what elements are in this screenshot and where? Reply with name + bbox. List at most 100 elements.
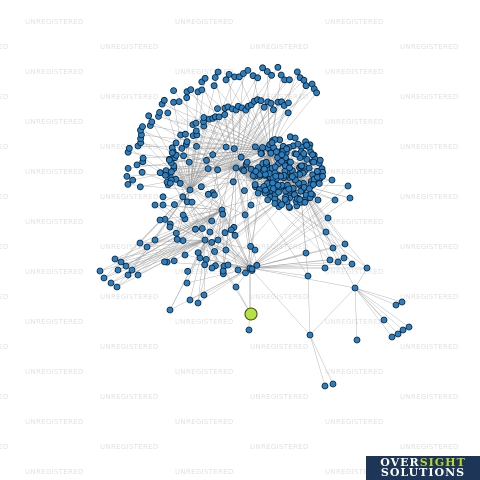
network-edge <box>235 167 245 191</box>
network-node <box>254 74 262 82</box>
watermark-text: UNREGISTERED <box>175 368 234 376</box>
network-node <box>188 198 196 206</box>
network-node <box>248 265 256 273</box>
watermark-text: UNREGISTERED <box>0 193 9 201</box>
watermark-text: UNREGISTERED <box>400 293 459 301</box>
network-edge <box>249 261 339 269</box>
network-node <box>136 183 144 191</box>
watermark-text: UNREGISTERED <box>250 293 309 301</box>
network-edge <box>176 149 271 156</box>
network-edge <box>354 287 410 328</box>
network-node <box>227 226 235 234</box>
network-edge <box>189 168 209 191</box>
network-edge <box>354 287 358 341</box>
logo-word-sight: SIGHT <box>419 456 466 469</box>
network-node <box>210 191 218 199</box>
network-node <box>225 71 233 78</box>
network-node <box>214 166 222 174</box>
watermark-text: UNREGISTERED <box>325 118 384 126</box>
network-node <box>145 112 153 120</box>
network-node <box>292 150 300 158</box>
network-edge <box>189 125 205 191</box>
network-node <box>214 236 222 244</box>
network-node <box>284 109 292 117</box>
network-node <box>296 195 304 203</box>
network-node <box>351 284 359 292</box>
network-edge <box>309 287 356 336</box>
oversight-solutions-logo: OVERSIGHT SOLUTIONS <box>366 456 480 480</box>
watermark-text: UNREGISTERED <box>250 243 309 251</box>
network-node <box>268 71 276 79</box>
network-edge <box>190 89 237 169</box>
network-node <box>348 260 356 268</box>
network-node <box>161 171 169 179</box>
watermark-text: UNREGISTERED <box>400 193 459 201</box>
network-edge <box>189 181 234 191</box>
watermark-text: UNREGISTERED <box>175 468 234 476</box>
network-node <box>183 138 191 146</box>
logo-word-over: OVER <box>380 456 420 469</box>
network-edge <box>120 209 223 263</box>
watermark-text: UNREGISTERED <box>25 368 84 376</box>
network-node <box>125 144 133 152</box>
network-node <box>209 151 217 159</box>
network-edge <box>225 249 251 269</box>
network-node <box>197 183 205 191</box>
network-node <box>293 68 301 76</box>
network-node <box>208 264 216 272</box>
network-node <box>269 179 277 187</box>
network-node <box>353 336 361 344</box>
network-node <box>251 246 259 254</box>
network-node <box>211 248 219 255</box>
network-node <box>179 211 187 219</box>
network-edge <box>227 106 271 151</box>
network-edge <box>189 109 237 191</box>
network-node <box>241 211 249 219</box>
network-node <box>222 76 230 84</box>
network-node <box>215 113 223 121</box>
network-edge <box>189 67 263 191</box>
network-edge <box>201 89 271 151</box>
network-node <box>278 157 286 165</box>
network-node <box>324 214 332 222</box>
watermark-text: UNREGISTERED <box>0 93 9 101</box>
network-node <box>186 296 194 304</box>
network-node <box>221 111 229 118</box>
watermark-text: UNREGISTERED <box>325 268 384 276</box>
network-node <box>305 164 313 172</box>
network-edge <box>128 151 237 169</box>
watermark-text: UNREGISTERED <box>400 93 459 101</box>
network-node <box>273 148 280 156</box>
network-node <box>316 156 324 164</box>
network-node <box>128 266 136 274</box>
focus-node <box>244 307 258 321</box>
network-node <box>328 176 336 184</box>
network-edge <box>249 267 252 315</box>
network-edge <box>257 99 271 151</box>
watermark-text: UNREGISTERED <box>325 68 384 76</box>
network-node <box>164 109 172 117</box>
network-node <box>211 74 219 81</box>
network-node <box>122 262 130 270</box>
network-edge <box>249 267 311 336</box>
network-node <box>240 167 248 175</box>
network-edge <box>127 239 206 276</box>
network-node <box>201 236 209 244</box>
network-edge <box>235 167 253 271</box>
network-node <box>159 201 167 209</box>
network-node <box>321 382 329 390</box>
network-node <box>96 267 104 275</box>
network-node <box>231 231 239 239</box>
network-edge <box>154 204 206 241</box>
network-edge <box>189 119 210 191</box>
network-node <box>300 76 308 84</box>
network-node <box>277 71 285 79</box>
network-node <box>245 326 253 334</box>
watermark-text: UNREGISTERED <box>400 443 459 451</box>
network-node <box>193 142 200 150</box>
network-node <box>208 238 216 246</box>
watermark-text: UNREGISTERED <box>100 93 159 101</box>
network-edge <box>354 287 393 338</box>
